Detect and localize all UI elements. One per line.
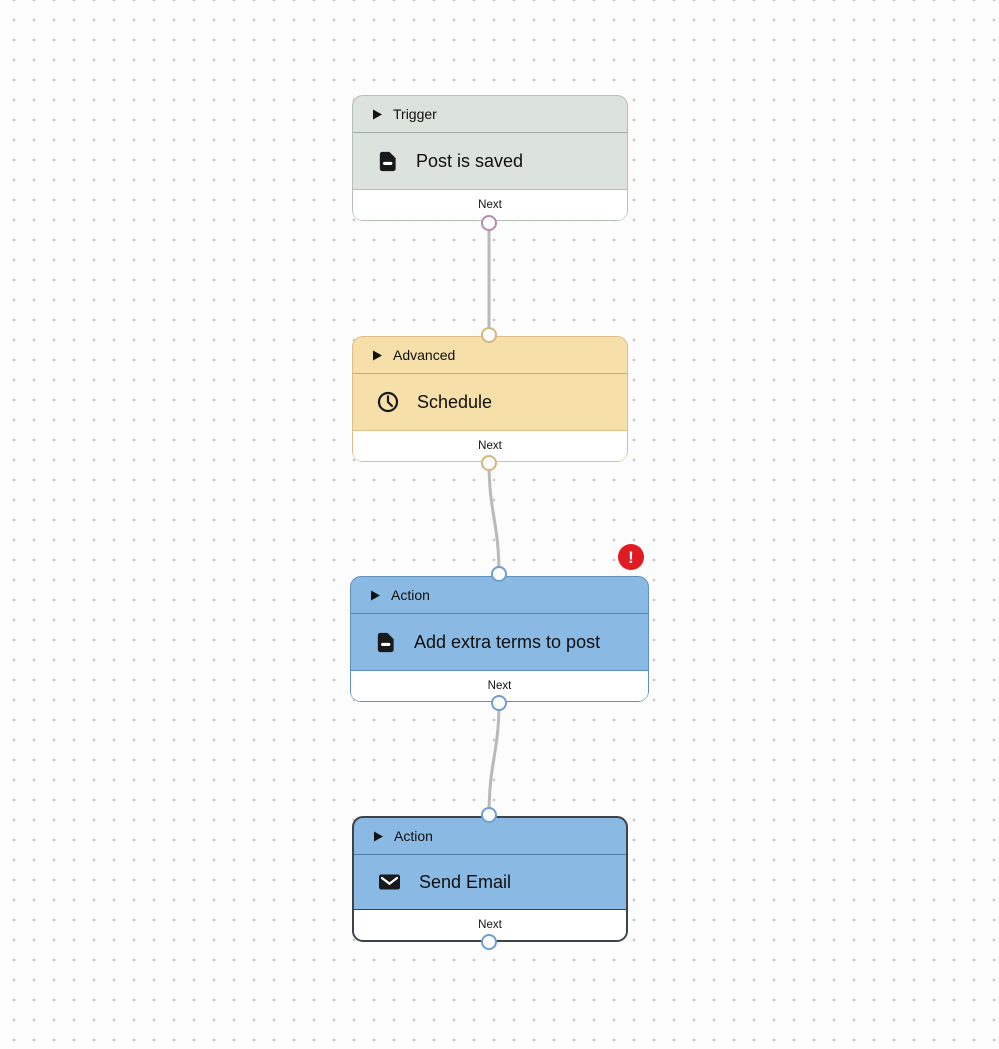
- port-advanced-input[interactable]: [481, 327, 497, 343]
- divider: [353, 373, 627, 374]
- node-title: Schedule: [417, 391, 493, 412]
- port-advanced-output[interactable]: [481, 455, 497, 471]
- edge-action1-to-action2[interactable]: [487, 700, 501, 818]
- next-label: Next: [478, 919, 502, 931]
- port-trigger-output[interactable]: [481, 215, 497, 231]
- clock-icon: [376, 390, 400, 414]
- node-trigger[interactable]: Trigger Post is saved Next: [352, 95, 628, 221]
- node-action1-footer: Next: [351, 670, 648, 701]
- caret-right-icon: [371, 590, 380, 601]
- node-advanced-body[interactable]: Schedule: [353, 374, 627, 430]
- caret-right-icon: [373, 350, 382, 361]
- next-label: Next: [478, 440, 502, 452]
- error-badge[interactable]: !: [618, 544, 644, 570]
- node-action-send-email[interactable]: Action Send Email Next: [352, 816, 628, 942]
- caret-right-icon: [373, 109, 382, 120]
- node-category-label: Advanced: [393, 347, 456, 363]
- node-title: Post is saved: [416, 150, 524, 171]
- node-action2-body[interactable]: Send Email: [354, 855, 626, 909]
- mail-icon: [377, 870, 402, 894]
- port-action2-input[interactable]: [481, 807, 497, 823]
- port-action1-input[interactable]: [491, 566, 507, 582]
- document-icon: [374, 631, 397, 654]
- error-exclamation-icon: !: [628, 547, 634, 567]
- node-action-add-extra-terms[interactable]: Action Add extra terms to post Next: [350, 576, 649, 702]
- node-trigger-body[interactable]: Post is saved: [353, 133, 627, 189]
- divider: [351, 613, 648, 614]
- node-trigger-footer: Next: [353, 189, 627, 220]
- node-action1-header[interactable]: Action: [351, 577, 648, 613]
- node-category-label: Trigger: [393, 106, 437, 122]
- node-title: Send Email: [419, 871, 512, 892]
- node-advanced-header[interactable]: Advanced: [353, 337, 627, 373]
- document-icon: [376, 150, 399, 173]
- node-category-label: Action: [394, 828, 433, 844]
- node-action1-body[interactable]: Add extra terms to post: [351, 614, 648, 670]
- divider: [353, 132, 627, 133]
- node-trigger-header[interactable]: Trigger: [353, 96, 627, 132]
- divider: [354, 854, 626, 855]
- node-title: Add extra terms to post: [414, 631, 601, 652]
- node-action2-header[interactable]: Action: [354, 818, 626, 854]
- caret-right-icon: [374, 831, 383, 842]
- port-action1-output[interactable]: [491, 695, 507, 711]
- next-label: Next: [478, 199, 502, 211]
- port-action2-output[interactable]: [481, 934, 497, 950]
- edge-advanced-to-action1[interactable]: [487, 460, 501, 577]
- node-advanced[interactable]: Advanced Schedule Next: [352, 336, 628, 462]
- node-category-label: Action: [391, 587, 430, 603]
- next-label: Next: [487, 680, 512, 692]
